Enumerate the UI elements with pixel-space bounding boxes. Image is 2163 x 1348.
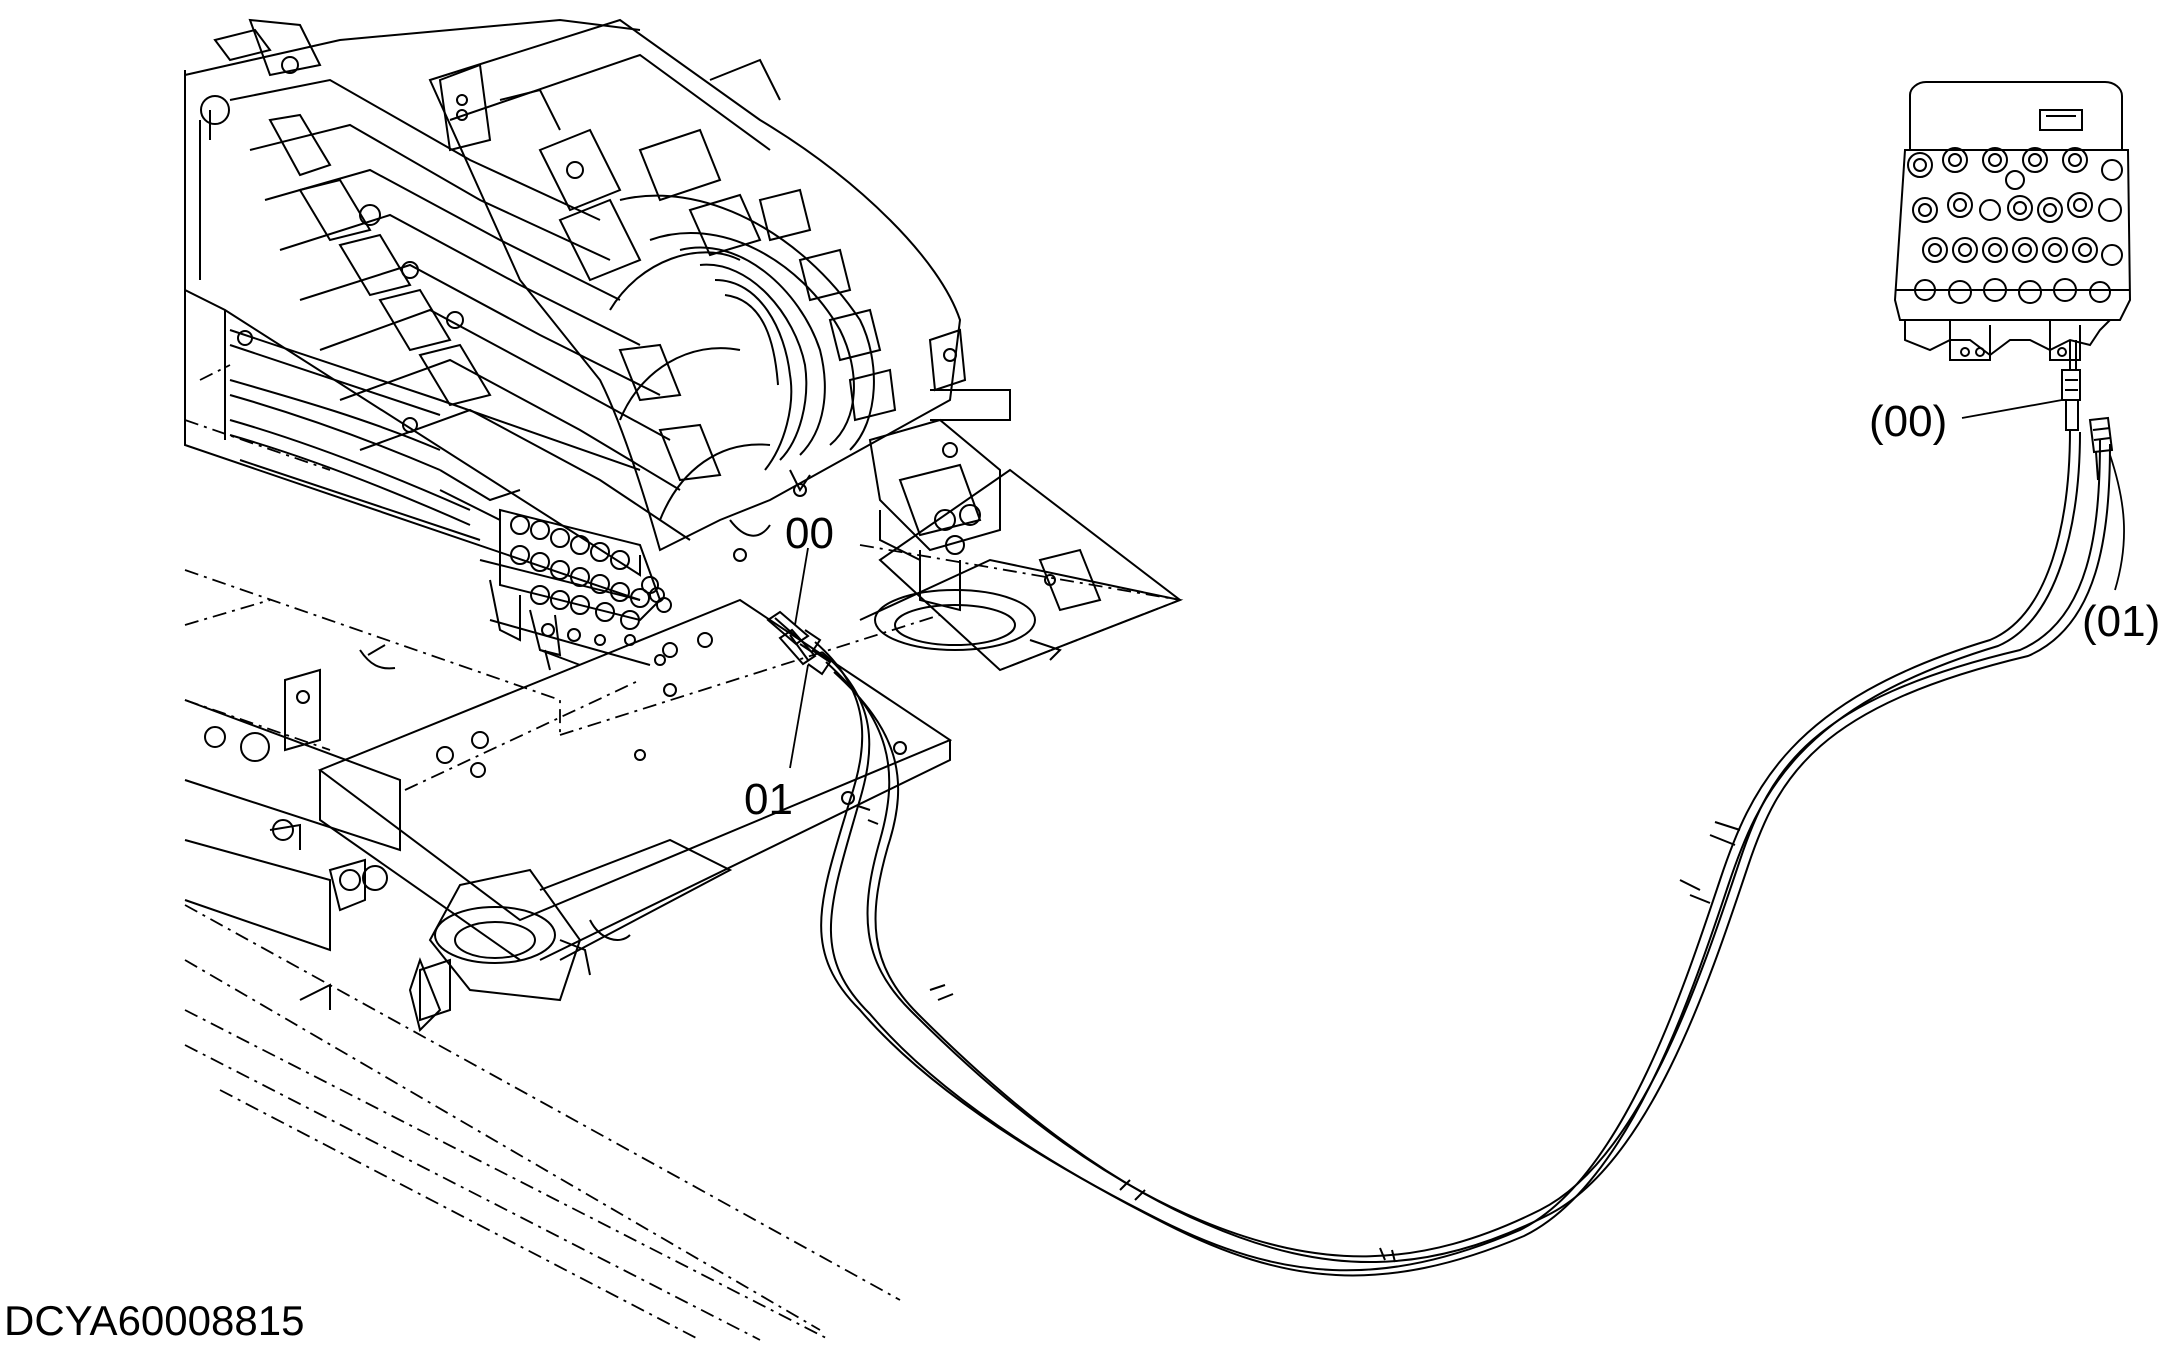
side-rail [229,329,641,541]
bracket-lower [269,819,451,1022]
pilot-valve-block [1893,81,2132,361]
callout-ref-00: (00) [1869,397,1948,446]
base-plate [184,598,953,961]
hose-fitting-00 [766,610,822,654]
callout-00: 00 [785,509,834,558]
hose-assembly [814,429,2111,1277]
fittings-cluster [479,508,672,671]
drawing-code: DCYA60008815 [4,1297,305,1344]
frame-hidden-edges [184,364,1184,1341]
callout-01: 01 [744,775,793,824]
callout-ref-01: (01) [2082,597,2161,646]
cable-chain [428,18,1011,552]
hose-fitting-01 [778,628,832,676]
chain-mount [729,418,1001,612]
bracket-left [284,644,396,752]
center-joint [299,838,733,1032]
swivel-plate [859,468,1183,672]
leader-lines [789,399,2125,769]
upper-structure [184,18,691,601]
valve-hose-fittings [2061,340,2114,481]
